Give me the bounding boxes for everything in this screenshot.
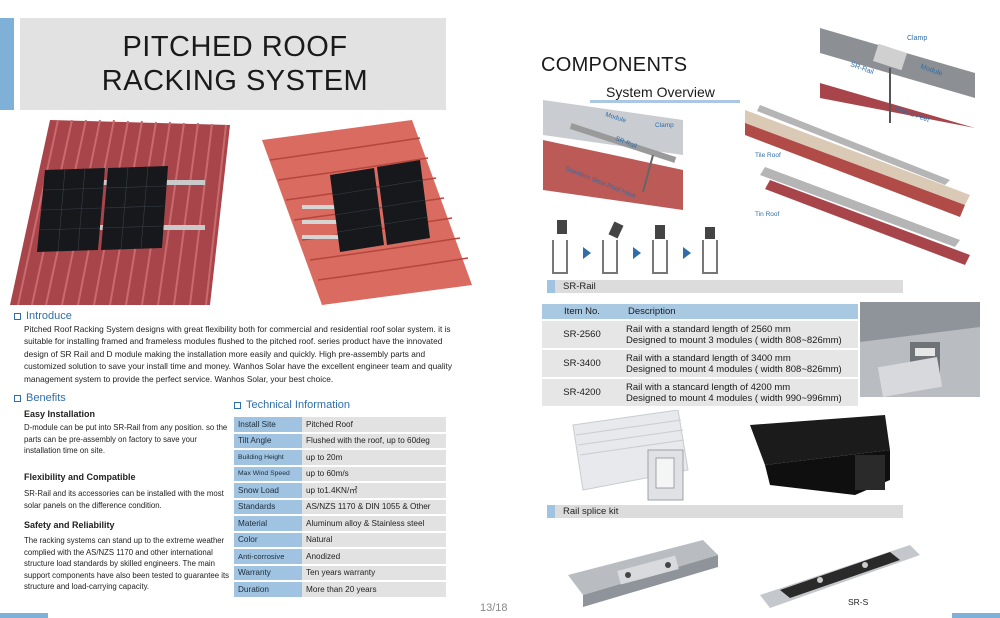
- black-rail-image: [750, 415, 890, 495]
- square-bullet-icon: [234, 401, 241, 409]
- technical-heading: Technical Information: [234, 399, 350, 411]
- installation-steps-diagram: [552, 220, 718, 274]
- rail-splice-section-label: Rail splice kit: [547, 505, 903, 518]
- rail-splice-image-2: [760, 545, 920, 608]
- description-line-2: Designed to mount 3 modules ( width 808~…: [626, 334, 842, 346]
- clamp-label: Clamp: [907, 35, 927, 42]
- overview-underline: [590, 100, 740, 103]
- item-no: SR-2560: [542, 321, 622, 348]
- description-line-1: Rail with a stancard length of 4200 mm: [626, 381, 791, 393]
- tin-roof-label: Tin Roof: [755, 211, 780, 218]
- description-line-2: Designed to mount 4 modules ( width 808~…: [626, 363, 842, 375]
- tin-roof-solar-image: [10, 120, 230, 305]
- spec-key: Anti-corrosive: [234, 549, 302, 564]
- spec-value: up to 60m/s: [302, 466, 446, 481]
- item-no: SR-3400: [542, 350, 622, 377]
- silver-rail-image: [572, 410, 689, 501]
- title-accent-strip: [0, 18, 14, 110]
- spec-key: Duration: [234, 582, 302, 597]
- spec-key: Building Height: [234, 450, 302, 465]
- table-row: SR-3400 Rail with a standard length of 3…: [542, 350, 858, 377]
- footer-bar-right: [952, 613, 1000, 618]
- tile-roof-label: Tile Roof: [755, 152, 781, 159]
- table-row: SR-2560 Rail with a standard length of 2…: [542, 321, 858, 348]
- spec-key: Install Site: [234, 417, 302, 432]
- title-line-2: RACKING SYSTEM: [101, 65, 369, 97]
- tile-tin-roof-diagram: Tile Roof Tin Roof: [745, 105, 970, 265]
- benefit-text-1: D-module can be put into SR-Rail from an…: [24, 423, 228, 456]
- square-bullet-icon: [14, 394, 21, 402]
- sr-rail-section-label: SR-Rail: [547, 280, 903, 293]
- item-no: SR-4200: [542, 379, 622, 406]
- square-bullet-icon: [14, 312, 21, 320]
- spec-key: Material: [234, 516, 302, 531]
- sr-s-label: SR-S: [848, 597, 869, 607]
- benefit-title-3: Safety and Reliability: [24, 520, 115, 530]
- table-row: SR-4200 Rail with a stancard length of 4…: [542, 379, 858, 406]
- title-box: [20, 18, 446, 110]
- description-line-1: Rail with a standard length of 2560 mm: [626, 323, 791, 335]
- benefits-heading-text: Benefits: [26, 392, 66, 404]
- clamp-diagram: Clamp SR-Rail Module New L Feet: [820, 28, 975, 128]
- technical-heading-text: Technical Information: [246, 399, 350, 411]
- tile-roof-solar-image: [262, 120, 472, 305]
- spec-value: Flushed with the roof, up to 60deg: [302, 433, 446, 448]
- rail-hook-diagram: Module Clamp SR-Rail Stainless Steel Roo…: [543, 100, 683, 210]
- rail-photo: [860, 302, 980, 397]
- spec-value: Anodized: [302, 549, 446, 564]
- sr-rail-item-table: Item No. Description SR-2560 Rail with a…: [542, 302, 858, 408]
- introduce-heading: Introduce: [14, 310, 72, 322]
- spec-value: Natural: [302, 532, 446, 547]
- benefit-text-3: The racking systems can stand up to the …: [24, 536, 230, 592]
- description-header: Description: [622, 304, 858, 319]
- title-line-1: PITCHED ROOF: [122, 31, 348, 63]
- benefit-title-2: Flexibility and Compatible: [24, 472, 136, 482]
- spec-key: Tilt Angle: [234, 433, 302, 448]
- benefit-text-2: SR-Rail and its accessories can be insta…: [24, 489, 224, 510]
- description-line-2: Designed to mount 4 modules ( width 990~…: [626, 392, 842, 404]
- spec-key: Standards: [234, 499, 302, 514]
- benefit-title-1: Easy Installation: [24, 409, 96, 419]
- system-overview-title: System Overview: [606, 84, 715, 100]
- spec-value: up to 20m: [302, 450, 446, 465]
- rail-splice-image-1: [568, 540, 718, 607]
- spec-key: Warranty: [234, 565, 302, 580]
- table-header-row: Item No. Description: [542, 304, 858, 319]
- benefits-heading: Benefits: [14, 392, 66, 404]
- description-line-1: Rail with a standard length of 3400 mm: [626, 352, 791, 364]
- page-number: 13/18: [480, 602, 508, 614]
- introduce-heading-text: Introduce: [26, 310, 72, 322]
- page-title: PITCHED ROOF RACKING SYSTEM: [60, 30, 410, 98]
- spec-value: AS/NZS 1170 & DIN 1055 & Other: [302, 499, 446, 514]
- spec-value: Pitched Roof: [302, 417, 446, 432]
- spec-value: More than 20 years: [302, 582, 446, 597]
- spec-value: up to1.4KN/㎡: [302, 483, 446, 498]
- spec-key: Snow Load: [234, 483, 302, 498]
- clamp-label-2: Clamp: [655, 122, 674, 129]
- footer-bar-left: [0, 613, 48, 618]
- introduce-text: Pitched Roof Racking System designs with…: [24, 324, 452, 384]
- components-title: COMPONENTS: [541, 54, 688, 76]
- item-no-header: Item No.: [542, 304, 622, 319]
- spec-value: Aluminum alloy & Stainless steel: [302, 516, 446, 531]
- spec-value: Ten years warranty: [302, 565, 446, 580]
- spec-key: Max Wind Speed: [234, 466, 302, 481]
- spec-key: Color: [234, 532, 302, 547]
